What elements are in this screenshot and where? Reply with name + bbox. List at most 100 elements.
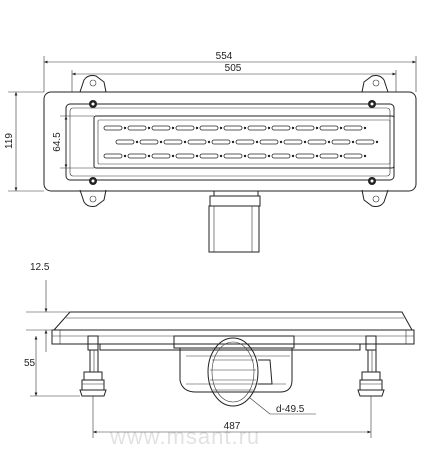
grate-dot [171,154,175,158]
grate-dot [183,140,187,144]
dimension-overall-length: 554 [43,51,417,92]
screw-bottom-right [368,177,376,185]
screw-top-right [368,100,376,108]
grate-dot [339,126,343,130]
grate-slot [211,139,231,145]
dimension-554-label: 554 [216,51,233,62]
dimension-12-5-label: 12.5 [30,262,50,273]
grate-dot [159,140,163,144]
grate-slot [319,125,339,131]
grate-slot [127,125,147,131]
grate-slot-pattern [103,125,379,159]
grate-dot [327,140,331,144]
side-flange-top [52,311,413,331]
dimension-487-label: 487 [224,421,241,432]
grate-dot [255,140,259,144]
screw-bottom-left [89,177,97,185]
mounting-bracket-bottom-left [79,189,107,207]
dimension-505-label: 505 [225,63,242,74]
dimension-foot-height: 55 [24,336,80,397]
dimension-64-5-label: 64.5 [52,132,63,152]
grate-slot [235,139,255,145]
grate-slot [199,153,219,159]
grate-dot [207,140,211,144]
grate-inner [97,119,391,165]
dimension-feet-spacing: 487 [92,396,372,438]
adjustable-foot-right [357,335,385,397]
dimension-flange-thickness: 12.5 [26,262,70,352]
grate-slot [283,139,303,145]
grate-slot [187,139,207,145]
grate-slot [247,153,267,159]
grate-slot [343,125,363,131]
grate-slot [223,153,243,159]
dimension-55-label: 55 [24,358,36,369]
outer-flange [43,91,417,192]
grate-slot [199,125,219,131]
grate-slot [151,153,171,159]
dimension-outlet-diameter: d-49.5 [249,397,316,415]
grate-slot [319,153,339,159]
grate-dot [315,126,319,130]
dimension-d-49-5-label: d-49.5 [276,404,305,415]
grate-dot [267,126,271,130]
adjustable-foot-left [79,335,107,397]
dimension-overall-height: 119 [4,91,44,192]
grate-dot [243,126,247,130]
grate-dot [243,154,247,158]
grate-slot [175,125,195,131]
mounting-bracket-bottom-right [361,189,389,207]
grate-slot [139,139,159,145]
grate-slot [295,153,315,159]
screw-top-left [89,100,97,108]
grate-dot [315,154,319,158]
top-view [43,75,417,253]
grate-slot [343,153,363,159]
grate-slot [115,139,135,145]
dimension-119-label: 119 [4,133,15,149]
grate-dot [363,126,367,130]
grate-dot [135,140,139,144]
grate-slot [271,153,291,159]
grate-dot [171,126,175,130]
mounting-bracket-top-right [361,75,389,93]
grate-slot [103,125,123,131]
grate [93,115,395,169]
grate-slot [163,139,183,145]
grate-dot [291,154,295,158]
grate-slot [175,153,195,159]
drain-trap-body [173,335,295,393]
grate-dot [123,126,127,130]
grate-slot [151,125,171,131]
grate-dot [123,154,127,158]
side-flange-body [51,329,415,345]
grate-dot [267,154,271,158]
grate-slot [355,139,375,145]
grate-dot [375,140,379,144]
grate-slot [271,125,291,131]
grate-slot [127,153,147,159]
grate-dot [351,140,355,144]
grate-dot [219,126,223,130]
grate-slot [247,125,267,131]
grate-slot [307,139,327,145]
dimension-grate-height: 64.5 [52,115,94,169]
grate-dot [195,126,199,130]
grate-dot [195,154,199,158]
side-view [51,311,415,407]
grate-slot [295,125,315,131]
watermark-text: www.msant.ru [109,424,260,449]
grate-slot [223,125,243,131]
grate-dot [279,140,283,144]
dimension-inner-length: 505 [71,63,397,92]
channel-bottom [99,344,361,351]
grate-dot [231,140,235,144]
grate-dot [303,140,307,144]
grate-slot [103,153,123,159]
outlet-pipe-top-view [208,191,261,253]
drain-outlet-pipe [207,337,273,407]
grate-dot [339,154,343,158]
mounting-bracket-top-left [79,75,107,93]
grate-dot [147,154,151,158]
